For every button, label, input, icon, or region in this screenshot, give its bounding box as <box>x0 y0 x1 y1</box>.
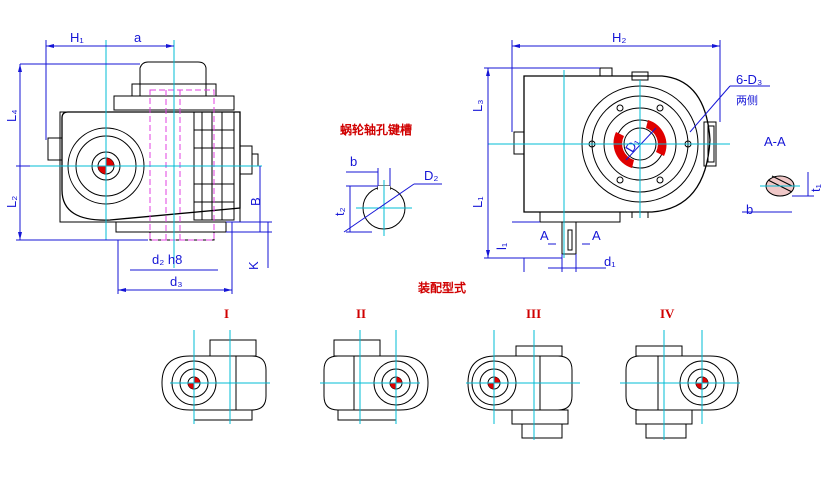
dim-L3: L₃ <box>470 99 485 112</box>
keyway-detail: 蜗轮轴孔键槽 b D₂ t₂ <box>332 122 442 236</box>
assembly-type-2: II <box>320 306 429 424</box>
dim-H2: H₂ <box>612 30 626 45</box>
front-view: H₁ a L₄ L₂ B K d₂ h8 d₃ <box>4 30 272 294</box>
dim-L2: L₂ <box>4 196 19 208</box>
dim-H1: H₁ <box>70 30 84 45</box>
dim-K: K <box>246 261 261 270</box>
dim-d3: d₃ <box>170 274 183 289</box>
keyway-t2: t₂ <box>332 207 347 216</box>
assembly-type-label: IV <box>660 306 675 321</box>
section-mark-right: A <box>592 228 601 243</box>
keyway-b: b <box>350 154 357 169</box>
section-aa: A-A t₁ b <box>742 134 823 217</box>
assembly-title: 装配型式 <box>417 280 466 295</box>
keyway-title: 蜗轮轴孔键槽 <box>340 122 412 137</box>
dim-d1: d₁ <box>604 254 616 269</box>
assembly-type-label: I <box>224 306 229 321</box>
dim-a: a <box>134 30 142 45</box>
dim-B: B <box>248 197 263 206</box>
dim-holes: 6-D₃ <box>736 72 762 87</box>
front-dimensions <box>16 40 272 294</box>
assembly-type-3: III <box>466 306 580 440</box>
assembly-type-4: IV <box>620 306 740 440</box>
section-t1: t₁ <box>808 183 823 192</box>
both-sides-note: 两侧 <box>736 94 758 107</box>
dim-L4: L₄ <box>4 109 19 122</box>
dim-l1: l₁ <box>494 242 509 250</box>
keyway-D2: D₂ <box>424 168 438 183</box>
assembly-type-label: III <box>526 306 541 321</box>
section-mark-left: A <box>540 228 549 243</box>
dim-d2: d₂ h8 <box>152 252 182 267</box>
section-aa-title: A-A <box>764 134 786 149</box>
assembly-type-1: I <box>161 306 270 424</box>
dim-L1: L₁ <box>470 196 485 208</box>
section-b: b <box>746 202 753 217</box>
assembly-type-label: II <box>356 306 366 321</box>
side-view: D₁ H₂ L₃ L₁ l₁ 6-D₃ 两侧 A A d₁ <box>470 30 770 272</box>
